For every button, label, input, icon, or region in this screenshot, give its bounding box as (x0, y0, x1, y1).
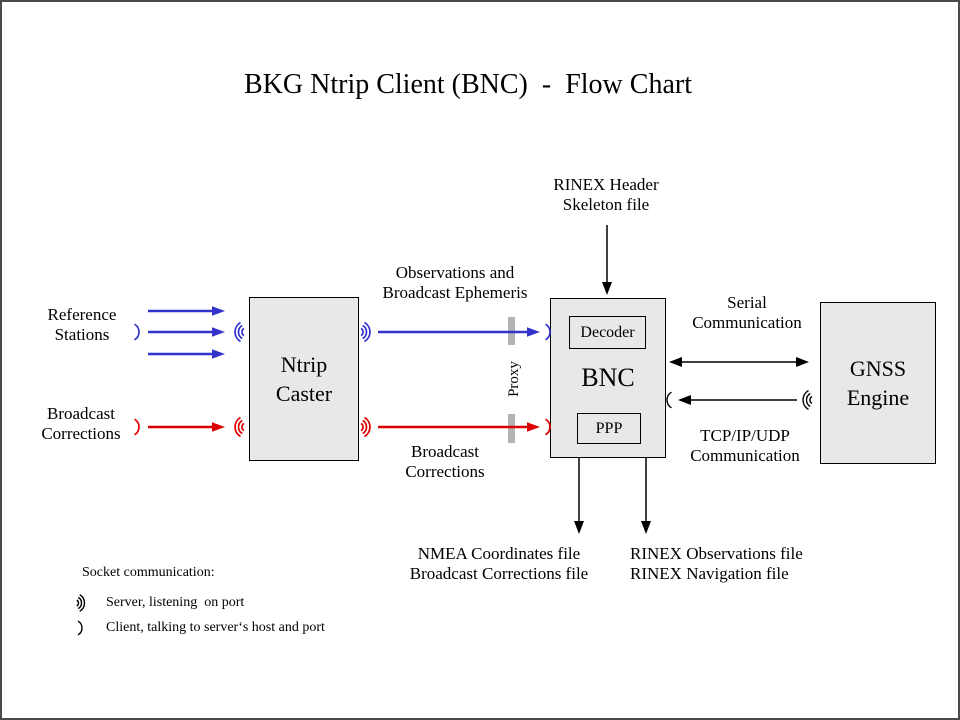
label-rinex-output-files: RINEX Observations file RINEX Navigation… (630, 544, 803, 583)
corrections-to-bnc-arrow (378, 422, 540, 432)
page-title: BKG Ntrip Client (BNC) - Flow Chart (244, 69, 692, 100)
label-rinex-header-skeleton: RINEX Header Skeleton file (553, 175, 659, 214)
label-reference-stations: Reference Stations (47, 305, 117, 344)
bnc-output-arrows (574, 458, 651, 534)
legend-heading: Socket communication: (82, 565, 215, 580)
label-tcpip-communication: TCP/IP/UDP Communication (690, 426, 800, 465)
observations-arrow (378, 327, 540, 337)
label-nmea-output-files: NMEA Coordinates file Broadcast Correcti… (409, 544, 589, 583)
node-decoder-label: Decoder (580, 323, 635, 341)
node-gnss-engine: GNSS Engine (820, 302, 936, 464)
server-socket-icon (234, 416, 245, 438)
node-ntrip-caster: Ntrip Caster (249, 297, 359, 461)
legend-server-row: Server, listening on port (70, 589, 244, 617)
node-ntrip-caster-label: Ntrip Caster (275, 352, 333, 406)
label-broadcast-corrections-left: Broadcast Corrections (41, 404, 121, 443)
proxy-bar-upper (508, 317, 515, 345)
node-bnc-label: BNC (581, 363, 635, 392)
tcp-communication-arrow (666, 389, 813, 411)
label-observations-ephemeris: Observations and Broadcast Ephemeris (382, 263, 528, 302)
label-serial-communication: Serial Communication (692, 293, 802, 332)
legend-client-label: Client, talking to server‘s host and por… (106, 620, 325, 635)
reference-stations-arrows (148, 306, 225, 359)
server-socket-icon (360, 416, 371, 438)
label-proxy: Proxy (506, 361, 522, 397)
proxy-bar-lower (508, 414, 515, 443)
node-decoder: Decoder (569, 316, 646, 349)
node-gnss-engine-label: GNSS Engine (846, 356, 910, 410)
label-broadcast-corrections-mid: Broadcast Corrections (405, 442, 485, 481)
serial-communication-arrow (669, 357, 809, 367)
broadcast-corrections-arrow (148, 422, 225, 432)
client-socket-icon (77, 620, 83, 636)
client-socket-icon (666, 391, 672, 409)
node-ppp-label: PPP (595, 419, 623, 437)
server-socket-icon (360, 321, 371, 343)
server-socket-icon (234, 321, 245, 343)
rinex-header-arrow (602, 225, 612, 295)
node-bnc: Decoder BNC PPP (550, 298, 666, 458)
node-ppp: PPP (577, 413, 641, 444)
server-socket-icon (76, 594, 86, 612)
legend-server-label: Server, listening on port (106, 595, 245, 610)
server-socket-icon (802, 389, 813, 411)
legend-client-row: Client, talking to server‘s host and por… (70, 614, 325, 642)
